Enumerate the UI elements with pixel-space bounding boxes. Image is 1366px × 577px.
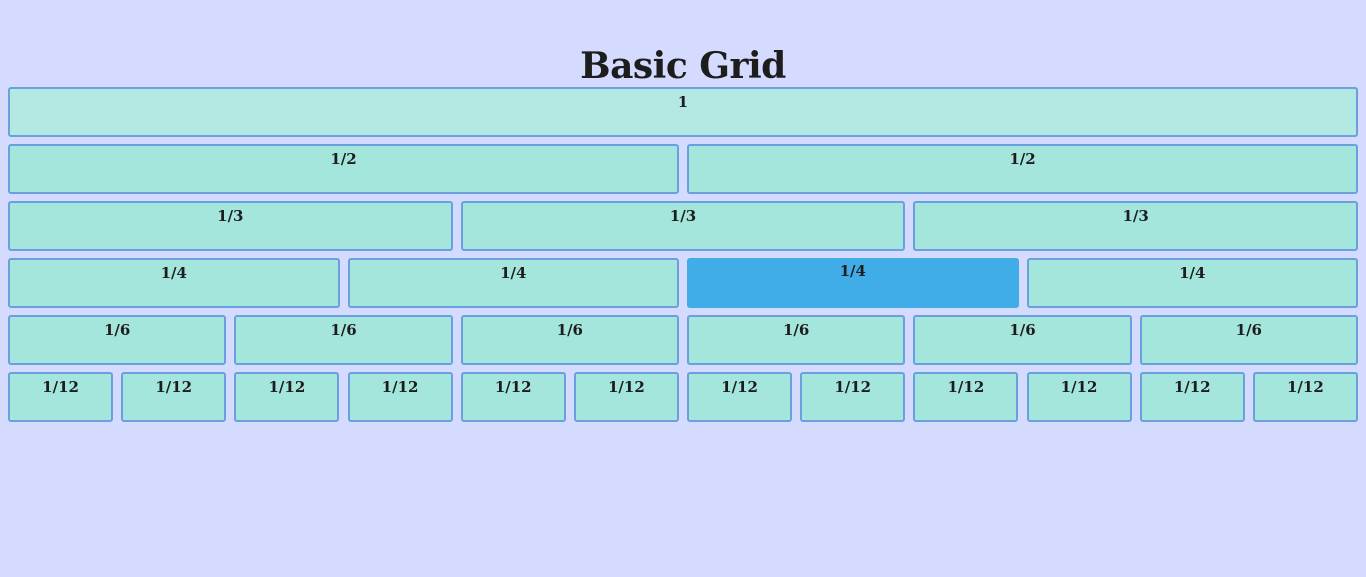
grid-cell-sixths-2[interactable]: 1/6 (234, 315, 453, 365)
grid-cell-twelfths-11[interactable]: 1/12 (1139, 372, 1245, 422)
grid-cell-whole-1[interactable]: 1 (8, 87, 1358, 137)
grid-cell-twelfths-3[interactable]: 1/12 (234, 372, 340, 422)
page-title: Basic Grid (580, 45, 786, 88)
grid-cell-sixths-5[interactable]: 1/6 (913, 315, 1132, 365)
grid-cell-twelfths-6[interactable]: 1/12 (573, 372, 679, 422)
grid-cell-thirds-3[interactable]: 1/3 (913, 201, 1358, 251)
grid-cell-twelfths-7[interactable]: 1/12 (687, 372, 793, 422)
grid-cell-quarters-4[interactable]: 1/4 (1026, 258, 1358, 308)
grid-cell-sixths-3[interactable]: 1/6 (460, 315, 679, 365)
grid-cell-twelfths-12[interactable]: 1/12 (1252, 372, 1358, 422)
grid-cell-quarters-2[interactable]: 1/4 (347, 258, 679, 308)
grid-cell-thirds-1[interactable]: 1/3 (8, 201, 453, 251)
grid-cell-thirds-2[interactable]: 1/3 (460, 201, 906, 251)
grid-cell-twelfths-2[interactable]: 1/12 (121, 372, 227, 422)
grid-cell-twelfths-4[interactable]: 1/12 (347, 372, 453, 422)
grid-cell-halves-1[interactable]: 1/2 (8, 144, 679, 194)
grid-cell-twelfths-5[interactable]: 1/12 (460, 372, 566, 422)
grid-cell-sixths-1[interactable]: 1/6 (8, 315, 227, 365)
grid-cell-quarters-3[interactable]: 1/4 (687, 258, 1019, 308)
grid-cell-sixths-6[interactable]: 1/6 (1139, 315, 1358, 365)
grid-cell-halves-2[interactable]: 1/2 (687, 144, 1358, 194)
grid-cell-twelfths-10[interactable]: 1/12 (1026, 372, 1132, 422)
grid-cell-twelfths-8[interactable]: 1/12 (800, 372, 906, 422)
grid-cell-twelfths-9[interactable]: 1/12 (913, 372, 1019, 422)
grid-cell-twelfths-1[interactable]: 1/12 (8, 372, 114, 422)
grid-cell-quarters-1[interactable]: 1/4 (8, 258, 340, 308)
grid-cell-sixths-4[interactable]: 1/6 (687, 315, 906, 365)
grid-row-whole: 1 (8, 87, 1358, 137)
